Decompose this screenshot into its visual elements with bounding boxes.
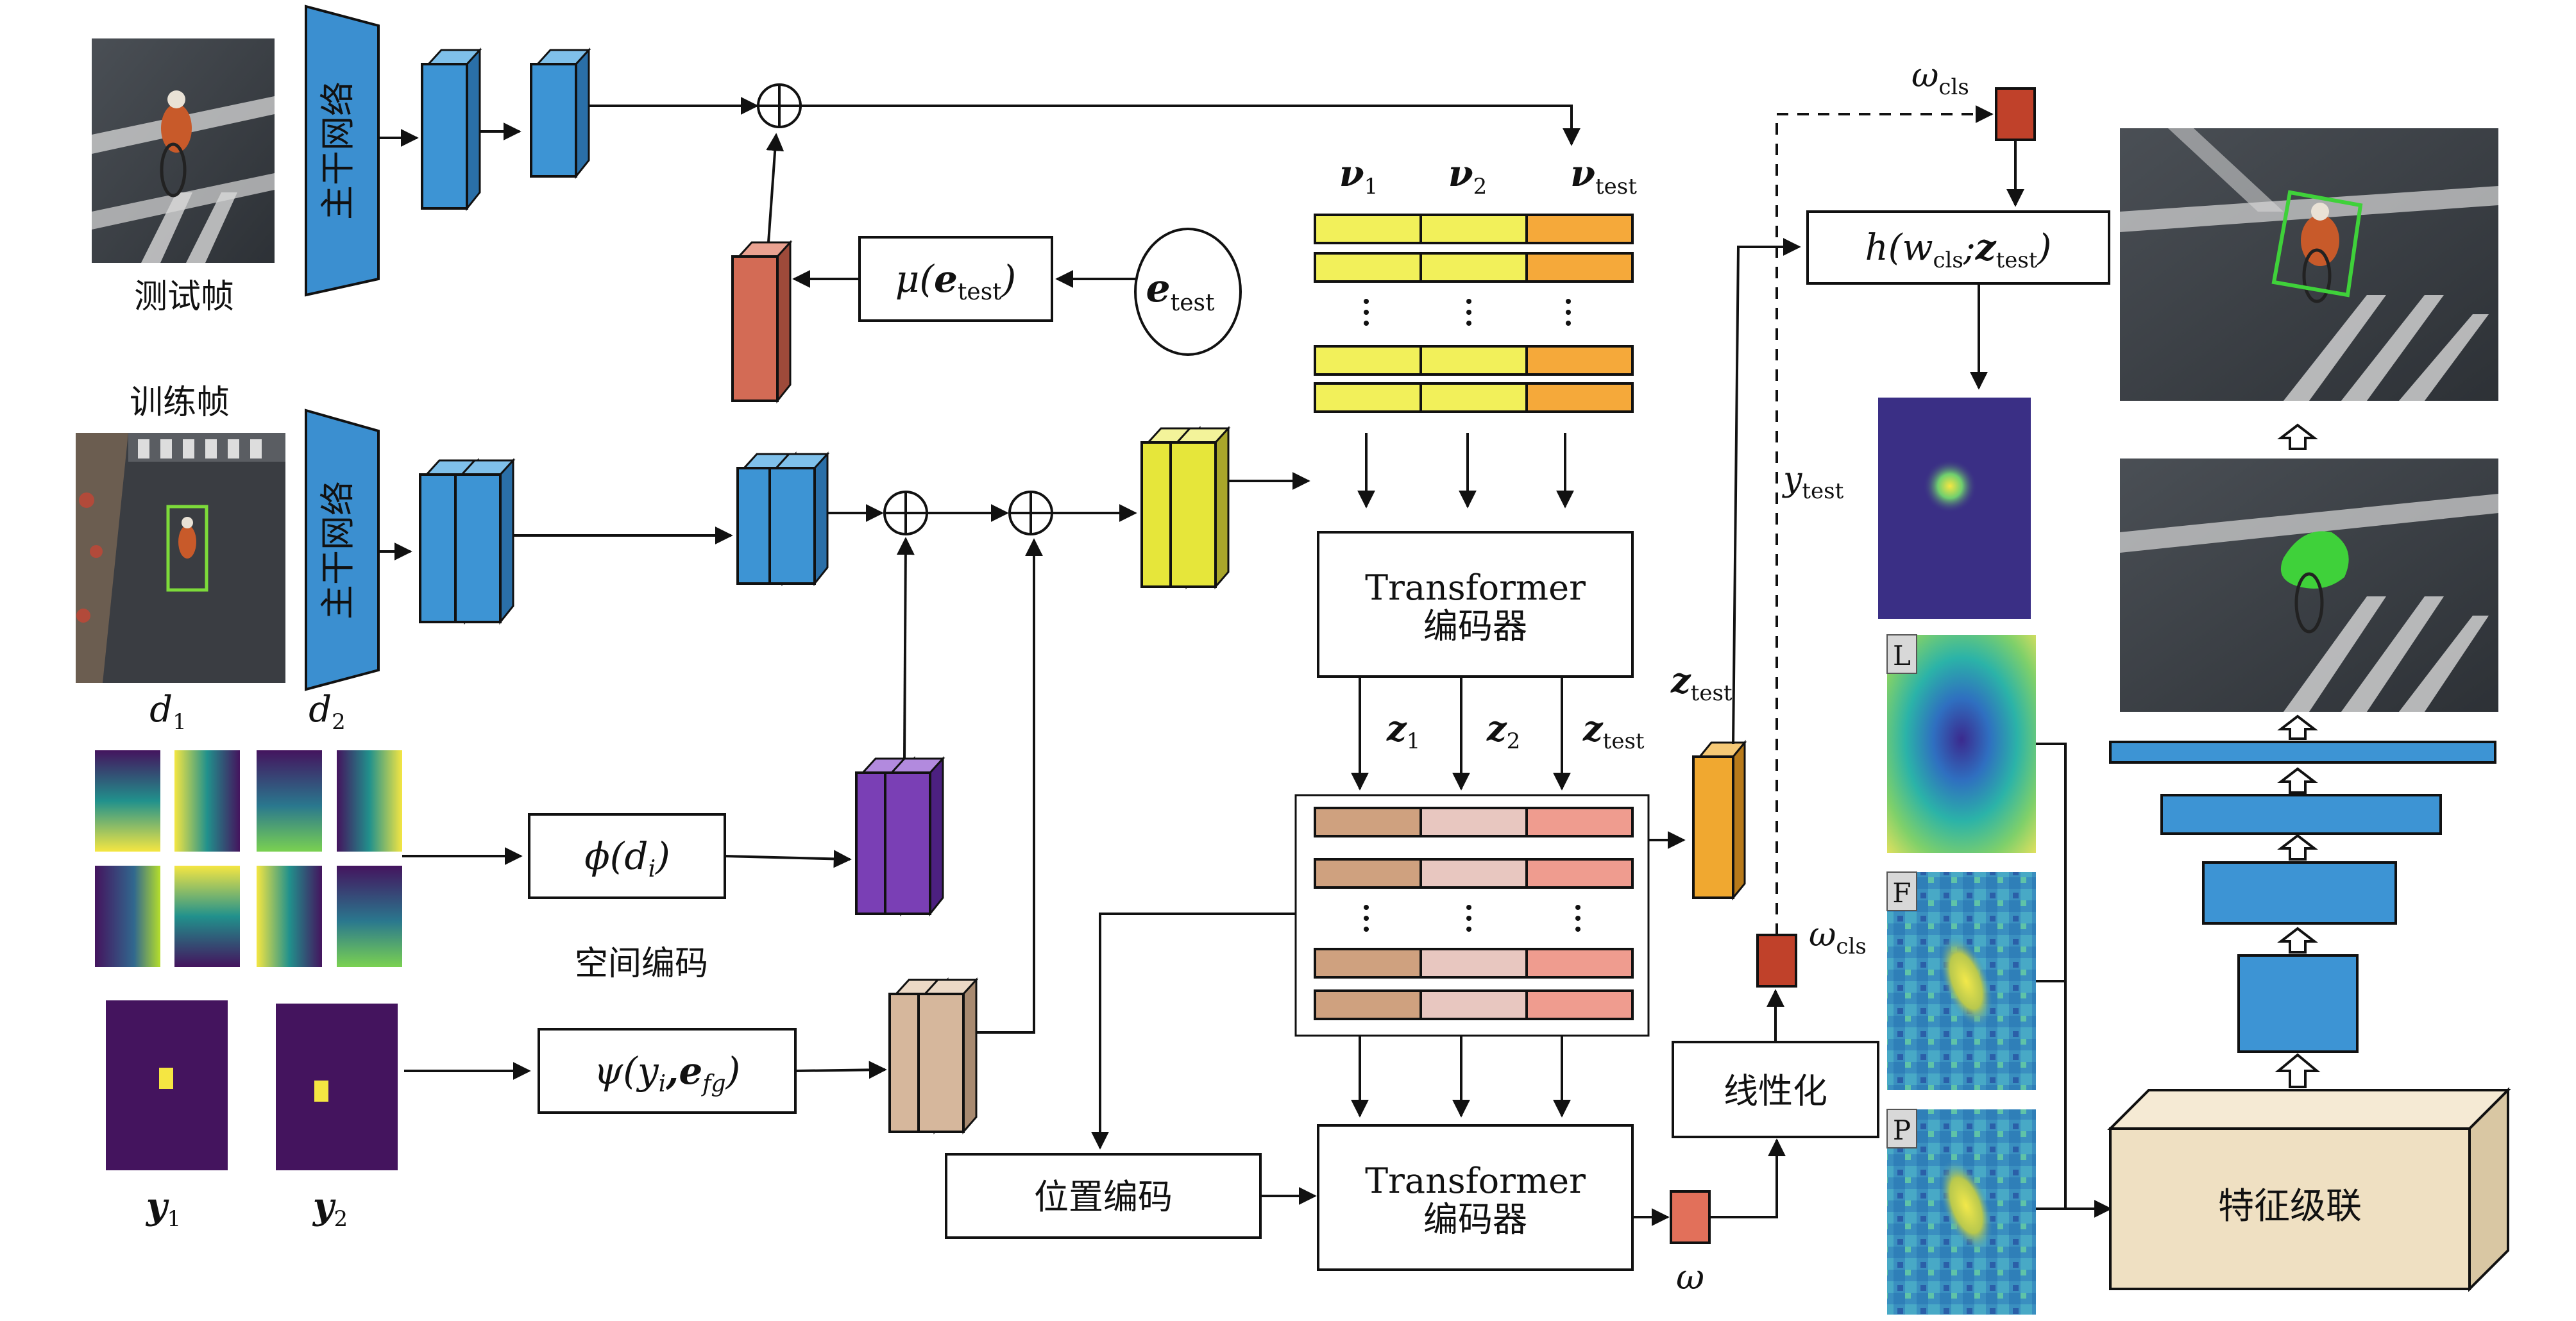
h-sub: cls bbox=[1933, 248, 1963, 273]
spatial-encoding-label: 空间编码 bbox=[575, 945, 708, 983]
label-map-y1 bbox=[106, 1000, 228, 1170]
psi-sub-i: i bbox=[659, 1071, 666, 1097]
omega-label: ω bbox=[1676, 1257, 1704, 1297]
position-encoding-label: 位置编码 bbox=[1034, 1177, 1173, 1217]
h-zsub: test bbox=[1996, 248, 2038, 273]
salmon-feature-map bbox=[731, 240, 793, 404]
svg-text:ϕ(di): ϕ(di) bbox=[584, 834, 670, 882]
backbone-top: 主干网络 bbox=[305, 4, 380, 297]
spatial-encoding-maps bbox=[95, 750, 402, 967]
h-label: h(w bbox=[1865, 227, 1933, 269]
svg-text:etest: etest bbox=[1146, 266, 1215, 316]
decoder-stack bbox=[2109, 741, 2496, 1053]
v2-label: ν2 bbox=[1448, 153, 1487, 199]
psi-box: ψ(yi,efg) bbox=[538, 1028, 797, 1114]
mu-etest-box: μ(etest) bbox=[858, 236, 1053, 322]
add-node-mid-1 bbox=[883, 491, 928, 535]
transformer-2-en: Transformer bbox=[1365, 1161, 1586, 1201]
omega-cls-lower-label: ωcls bbox=[1809, 916, 1867, 959]
linearize-box: 线性化 bbox=[1672, 1041, 1879, 1138]
psi-sub-fg: fg bbox=[700, 1071, 725, 1097]
orange-feature-map-ztest bbox=[1692, 739, 1747, 901]
test-frame-label: 测试帧 bbox=[134, 278, 234, 316]
y1-label: y1 bbox=[145, 1185, 181, 1232]
psi-comma-e: ,e bbox=[665, 1049, 702, 1093]
svg-text:μ(etest): μ(etest) bbox=[895, 257, 1017, 305]
omega-cls-block-lower bbox=[1756, 934, 1797, 988]
vtest-label: νtest bbox=[1570, 153, 1637, 199]
feature-map-mid-2 bbox=[736, 451, 830, 587]
position-encoding-box: 位置编码 bbox=[945, 1153, 1262, 1239]
transformer-1-cn: 编码器 bbox=[1423, 606, 1527, 646]
y-test-label: ytest bbox=[1782, 460, 1844, 504]
purple-feature-map bbox=[855, 756, 945, 917]
v1-label: ν1 bbox=[1339, 153, 1378, 199]
transformer-encoder-1: Transformer 编码器 bbox=[1317, 531, 1634, 678]
segmentation-output-image bbox=[2120, 459, 2498, 712]
backbone-middle: 主干网络 bbox=[305, 408, 380, 691]
upsample-arrows bbox=[2275, 423, 2321, 1088]
e-test-main: e bbox=[1146, 266, 1171, 311]
feature-concat-label: 特征级联 bbox=[2218, 1186, 2362, 1227]
phi-di-box: ϕ(di) bbox=[528, 813, 726, 899]
heatmap-F-label: F bbox=[1892, 877, 1911, 909]
y2-label: y2 bbox=[312, 1185, 348, 1232]
heatmap-L: L bbox=[1886, 634, 2036, 853]
yellow-feature-map bbox=[1140, 426, 1231, 590]
d2-label: d2 bbox=[309, 689, 346, 735]
phi-sub: i bbox=[648, 856, 656, 882]
e-test-sub: test bbox=[1171, 290, 1215, 316]
e-test-circle: etest bbox=[1134, 228, 1242, 356]
transformer-2-cn: 编码器 bbox=[1423, 1199, 1527, 1240]
z2-label: z2 bbox=[1486, 708, 1520, 754]
mu-close: ) bbox=[1001, 257, 1017, 301]
svg-text:h(wcls;ztest): h(wcls;ztest) bbox=[1865, 226, 2052, 273]
tracking-output-image bbox=[2120, 128, 2498, 401]
backbone-middle-label: 主干网络 bbox=[318, 481, 358, 619]
heatmap-P-label: P bbox=[1893, 1115, 1911, 1146]
transformer-encoder-2: Transformer 编码器 bbox=[1317, 1124, 1634, 1271]
add-node-mid-2 bbox=[1008, 491, 1053, 535]
feature-map-top-2 bbox=[530, 47, 591, 180]
psi-close: ) bbox=[725, 1049, 741, 1093]
train-frame-image bbox=[76, 433, 285, 683]
label-map-y2 bbox=[276, 1004, 398, 1170]
transformer-1-en: Transformer bbox=[1365, 568, 1586, 608]
token-matrix-v bbox=[1314, 214, 1634, 413]
h-function-box: h(wcls;ztest) bbox=[1806, 210, 2110, 285]
add-node-top bbox=[757, 83, 802, 128]
phi-label: ϕ(d bbox=[584, 834, 648, 878]
mu-sub: test bbox=[958, 279, 1002, 305]
encoded-token-box bbox=[1294, 794, 1650, 1037]
phi-close: ) bbox=[654, 834, 670, 878]
backbone-top-label: 主干网络 bbox=[318, 81, 358, 220]
svg-text:ψ(yi,efg): ψ(yi,efg) bbox=[594, 1049, 741, 1097]
z1-label: z1 bbox=[1386, 708, 1420, 754]
mu-label: μ( bbox=[895, 257, 935, 301]
feature-concat-box: 特征级联 bbox=[2107, 1087, 2511, 1292]
h-close: ) bbox=[2037, 227, 2051, 269]
ztest-right-label: ztest bbox=[1670, 660, 1733, 706]
test-frame-image bbox=[92, 38, 275, 263]
feature-map-mid-1 bbox=[419, 458, 516, 625]
psi-label: ψ(y bbox=[594, 1049, 659, 1093]
train-frame-label: 训练帧 bbox=[130, 383, 230, 422]
omega-block bbox=[1670, 1190, 1711, 1244]
h-z: z bbox=[1975, 226, 1997, 269]
feature-map-top-1 bbox=[421, 47, 482, 212]
heatmap-P: P bbox=[1886, 1109, 2036, 1315]
h-semicolon: ; bbox=[1963, 227, 1976, 269]
heatmap-L-label: L bbox=[1893, 640, 1911, 671]
score-map bbox=[1878, 398, 2031, 619]
z-test-label: ztest bbox=[1582, 708, 1645, 754]
mu-bold-e: e bbox=[934, 257, 958, 301]
d1-label: d1 bbox=[149, 689, 187, 735]
omega-cls-top-label: ωcls bbox=[1911, 56, 1969, 100]
omega-cls-block-top bbox=[1995, 87, 2036, 141]
linearize-label: 线性化 bbox=[1724, 1071, 1827, 1111]
heatmap-F: F bbox=[1886, 871, 2036, 1090]
tan-feature-map bbox=[888, 977, 979, 1135]
